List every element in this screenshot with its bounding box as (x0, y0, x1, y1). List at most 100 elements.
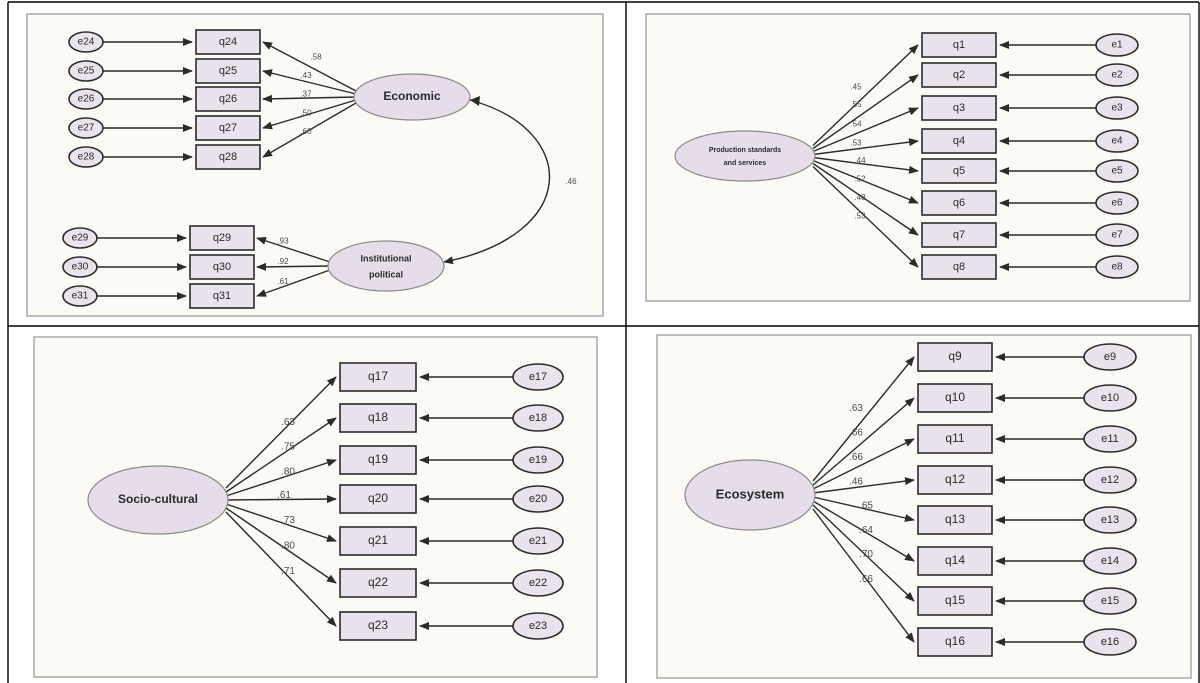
error-label-e14: e14 (1101, 555, 1119, 567)
observed-label-q19: q19 (368, 452, 388, 466)
error-label-e7: e7 (1111, 230, 1123, 241)
observed-node-q27 (195, 115, 261, 141)
error-label-e13: e13 (1101, 514, 1119, 526)
loading-arrow-q29 (256, 237, 331, 263)
error-label-e9: e9 (1104, 351, 1116, 363)
observed-label-q12: q12 (945, 472, 965, 486)
correlation-value: .46 (565, 177, 577, 186)
observed-node-q25 (195, 58, 261, 84)
latent-label-political-line2: political (369, 269, 403, 279)
error-label-e8: e8 (1111, 262, 1123, 273)
observed-node-q7 (921, 222, 997, 248)
observed-label-q15: q15 (945, 593, 965, 607)
observed-node-q22 (339, 568, 417, 598)
loading-q18: .75 (281, 441, 295, 452)
error-label-e24: e24 (78, 37, 95, 48)
loading-q17: .63 (281, 417, 295, 428)
error-label-e26: e26 (78, 94, 95, 105)
observed-label-q18: q18 (368, 410, 388, 424)
observed-label-q17: q17 (368, 369, 388, 383)
observed-node-q15 (917, 586, 993, 616)
correlation-arc (443, 99, 551, 265)
loading-q27: .50 (300, 108, 312, 117)
latent-institutional-political (327, 240, 445, 292)
latent-label-production-line1: Production standards (709, 147, 781, 154)
error-label-e17: e17 (529, 371, 547, 383)
error-label-e10: e10 (1101, 392, 1119, 404)
loading-arrow-q24 (262, 41, 357, 92)
observed-label-q4: q4 (953, 135, 965, 147)
loading-arrow-q14 (812, 500, 915, 562)
loading-arrow-q22 (225, 507, 337, 584)
error-label-e15: e15 (1101, 595, 1119, 607)
observed-label-q27: q27 (219, 122, 237, 134)
error-label-e4: e4 (1111, 136, 1123, 147)
observed-label-q26: q26 (219, 93, 237, 105)
observed-node-q29 (189, 225, 255, 251)
loading-q9: .63 (849, 403, 863, 414)
observed-node-q21 (339, 526, 417, 556)
observed-node-q4 (921, 128, 997, 154)
observed-node-q2 (921, 62, 997, 88)
error-label-e29: e29 (72, 233, 89, 244)
observed-node-q18 (339, 403, 417, 433)
loading-q7: .48 (854, 193, 866, 202)
observed-label-q3: q3 (953, 102, 965, 114)
observed-label-q8: q8 (953, 261, 965, 273)
observed-node-q1 (921, 32, 997, 58)
loading-arrow-q21 (225, 503, 337, 542)
observed-label-q9: q9 (948, 349, 962, 363)
error-label-e20: e20 (529, 493, 547, 505)
loading-q13: .65 (859, 501, 873, 512)
observed-node-q23 (339, 611, 417, 641)
loading-arrow-q28 (262, 102, 357, 158)
observed-node-q6 (921, 190, 997, 216)
loading-arrow-q5 (812, 156, 919, 174)
observed-node-q19 (339, 445, 417, 475)
loading-q8: .53 (854, 211, 866, 220)
latent-ecosystem (684, 459, 816, 531)
loading-arrow-q6 (812, 159, 919, 204)
observed-node-q20 (339, 484, 417, 514)
loading-q22: .80 (281, 540, 295, 551)
error-label-e2: e2 (1111, 70, 1123, 81)
error-label-e31: e31 (72, 291, 89, 302)
observed-label-q14: q14 (945, 553, 965, 567)
error-label-e22: e22 (529, 577, 547, 589)
loading-arrow-q16 (812, 508, 915, 643)
loading-arrow-q12 (812, 477, 915, 494)
loading-q5: .44 (854, 156, 866, 165)
error-label-e5: e5 (1111, 166, 1123, 177)
loading-q1: .45 (850, 83, 862, 92)
loading-q30: .92 (277, 257, 289, 266)
observed-label-q30: q30 (213, 261, 231, 273)
loading-arrow-q2 (812, 74, 919, 150)
loading-q19: .80 (281, 467, 295, 478)
observed-node-q14 (917, 546, 993, 576)
correlation-arc-head-top (470, 96, 480, 106)
loading-q26: .37 (300, 89, 312, 98)
loading-arrow-q18 (225, 417, 337, 493)
observed-node-q11 (917, 424, 993, 454)
loading-q29: .93 (277, 237, 289, 246)
error-label-e1: e1 (1111, 40, 1123, 51)
latent-label-production-line2: and services (724, 160, 767, 167)
loading-arrow-q1 (812, 44, 919, 147)
error-label-e21: e21 (529, 535, 547, 547)
latent-label-economic: Economic (383, 89, 441, 103)
loading-q24: .58 (310, 52, 322, 61)
loading-q11: .66 (849, 452, 863, 463)
loading-q20: .61 (277, 490, 291, 501)
observed-node-q13 (917, 505, 993, 535)
observed-label-q11: q11 (945, 431, 964, 445)
observed-label-q21: q21 (368, 533, 388, 547)
latent-production (674, 130, 816, 182)
loading-arrow-q17 (225, 376, 337, 489)
observed-label-q23: q23 (368, 618, 388, 632)
latent-socio-cultural (87, 465, 229, 535)
